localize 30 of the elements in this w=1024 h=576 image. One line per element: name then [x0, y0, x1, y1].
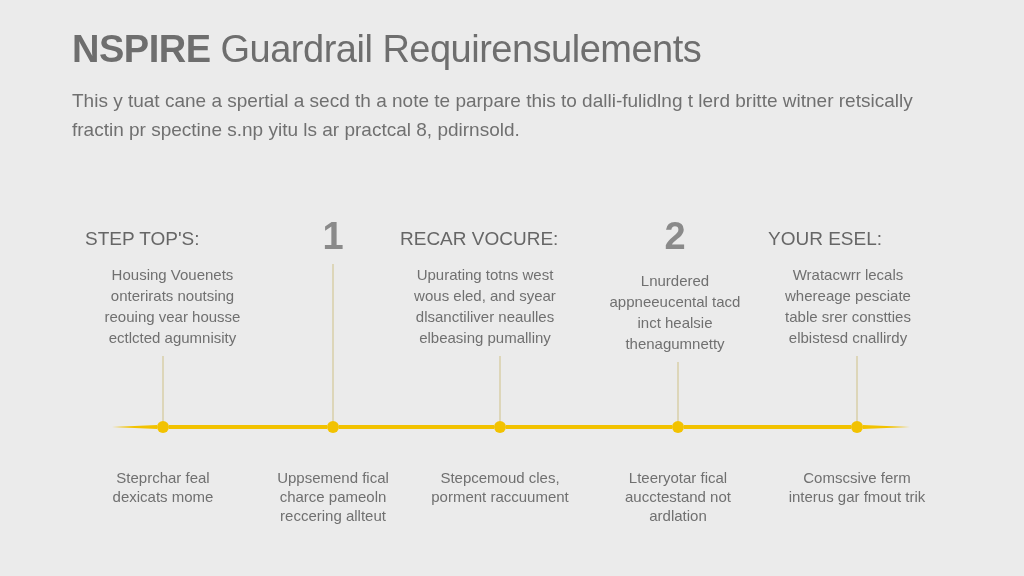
timeline-line	[684, 425, 851, 429]
milestone-caption: Stepcemoud cles, porment raccuument	[430, 468, 570, 506]
connector-line	[677, 361, 679, 422]
timeline-dot	[157, 421, 169, 433]
connector-line	[499, 355, 501, 422]
subtitle: This y tuat cane a spertial a secd th a note te parpare this to dalli-fulidlng t lerd britte witner retsically fractin pr spectine s.np yitu ls ar practcal 8, pdirnsold.	[72, 89, 914, 142]
step-description: Upurating totns west wous eled, and syear dlsanctiliver neaulles elbeasing pumalliny	[413, 265, 557, 348]
step-description: Housing Vouenets onterirats noutsing reouing vear housse ectlcted agumnisity	[103, 265, 242, 348]
step-heading: YOUR ESEL:	[768, 228, 884, 250]
milestone-caption: Steprchar feal dexicats mome	[111, 468, 215, 506]
milestone-caption: Lteeryotar fical aucctestand not ardlation	[624, 468, 732, 525]
connector-line	[856, 355, 858, 422]
timeline-dot	[327, 421, 339, 433]
step-number: 1	[313, 216, 353, 256]
milestone-caption: Comscsive ferm interus gar fmout trik	[787, 468, 927, 506]
connector-line	[332, 263, 334, 422]
step-heading: STEP TOP'S:	[85, 228, 201, 250]
timeline-line	[169, 425, 327, 429]
timeline-dot	[672, 421, 684, 433]
connector-line	[162, 355, 164, 422]
timeline-dot	[851, 421, 863, 433]
milestone-caption: Uppsemend fical charce pameoln reccering allteut	[276, 468, 390, 525]
step-description: Wratacwrr lecals whereage pesciate table srer constties elbistesd cnallirdy	[784, 265, 912, 348]
step-number: 2	[663, 216, 687, 256]
timeline-dot	[494, 421, 506, 433]
title: NSPIRE Guardrail Requirensulements	[72, 28, 702, 71]
timeline-line	[506, 425, 672, 429]
timeline-line	[339, 425, 494, 429]
step-description: Lnurdered appneeucental tacd inct healsie thenagumnetty	[608, 271, 742, 354]
step-heading: RECAR VOCURE:	[400, 228, 560, 250]
